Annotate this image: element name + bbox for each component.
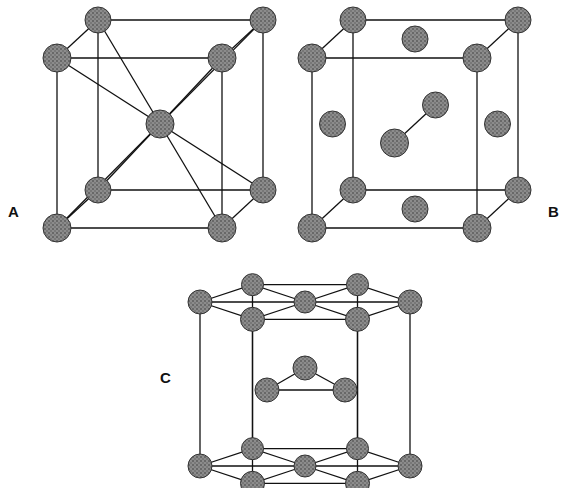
atom-sphere xyxy=(208,44,236,72)
lattice-line xyxy=(262,20,263,190)
atom-sphere xyxy=(293,356,317,380)
atom-sphere xyxy=(294,291,316,313)
atom-sphere xyxy=(188,290,212,314)
lattice-line xyxy=(312,227,477,228)
lattice-line xyxy=(199,302,200,466)
atom-sphere xyxy=(241,307,265,331)
atom-sphere xyxy=(347,438,369,460)
lattice-line xyxy=(57,58,263,190)
atom-sphere xyxy=(402,26,428,52)
atom-sphere xyxy=(463,44,491,72)
atom-sphere xyxy=(340,177,366,203)
atom-sphere xyxy=(398,290,422,314)
atom-sphere xyxy=(43,214,71,242)
atom-sphere xyxy=(85,7,111,33)
lattice-line xyxy=(352,20,353,190)
atom-sphere xyxy=(398,454,422,478)
atom-sphere xyxy=(423,92,449,118)
atom-sphere xyxy=(340,7,366,33)
lattice-line xyxy=(253,483,358,484)
atom-sphere xyxy=(346,307,370,331)
lattice-line xyxy=(56,58,57,228)
lattice-line xyxy=(57,227,222,228)
lattice-line xyxy=(98,189,263,190)
atom-sphere xyxy=(485,111,511,137)
lattice-line xyxy=(311,58,312,228)
lattice-line xyxy=(221,58,222,228)
lattice-line xyxy=(200,465,305,466)
atom-sphere xyxy=(298,214,326,242)
atom-sphere xyxy=(402,196,428,222)
atom-sphere xyxy=(250,177,276,203)
lattice-line xyxy=(312,57,477,58)
atom-sphere xyxy=(294,455,316,477)
lattice-line xyxy=(57,20,263,228)
atom-sphere xyxy=(298,44,326,72)
atom-sphere xyxy=(346,471,370,488)
atom-sphere xyxy=(463,214,491,242)
atom-sphere xyxy=(241,471,265,488)
lattice-line xyxy=(98,20,222,228)
atom-sphere xyxy=(255,378,279,402)
lattice-line xyxy=(353,19,518,20)
atom-sphere xyxy=(146,110,174,138)
lattice-line xyxy=(476,58,477,228)
atom-sphere xyxy=(242,274,264,296)
atom-sphere xyxy=(320,111,346,137)
lattice-line xyxy=(98,19,263,20)
lattice-line xyxy=(98,58,222,190)
figure-letter: B xyxy=(548,204,559,219)
atom-sphere xyxy=(250,7,276,33)
lattice-line xyxy=(253,319,358,320)
figure-letter: A xyxy=(8,204,19,219)
lattice-line xyxy=(57,57,222,58)
figure-letter: C xyxy=(160,370,171,385)
lattice-line xyxy=(517,20,518,190)
atom-sphere xyxy=(347,274,369,296)
atom-sphere xyxy=(188,454,212,478)
atom-sphere xyxy=(505,177,531,203)
atom-sphere xyxy=(242,438,264,460)
atom-sphere xyxy=(505,7,531,33)
atom-sphere xyxy=(85,177,111,203)
lattice-line xyxy=(253,284,358,285)
atom-sphere xyxy=(333,378,357,402)
lattice-line xyxy=(97,20,98,190)
atom-sphere xyxy=(43,44,71,72)
atom-sphere xyxy=(208,214,236,242)
lattice-line xyxy=(353,189,518,190)
atom-sphere xyxy=(381,129,409,157)
lattice-line xyxy=(253,448,358,449)
lattice-line xyxy=(409,302,410,466)
